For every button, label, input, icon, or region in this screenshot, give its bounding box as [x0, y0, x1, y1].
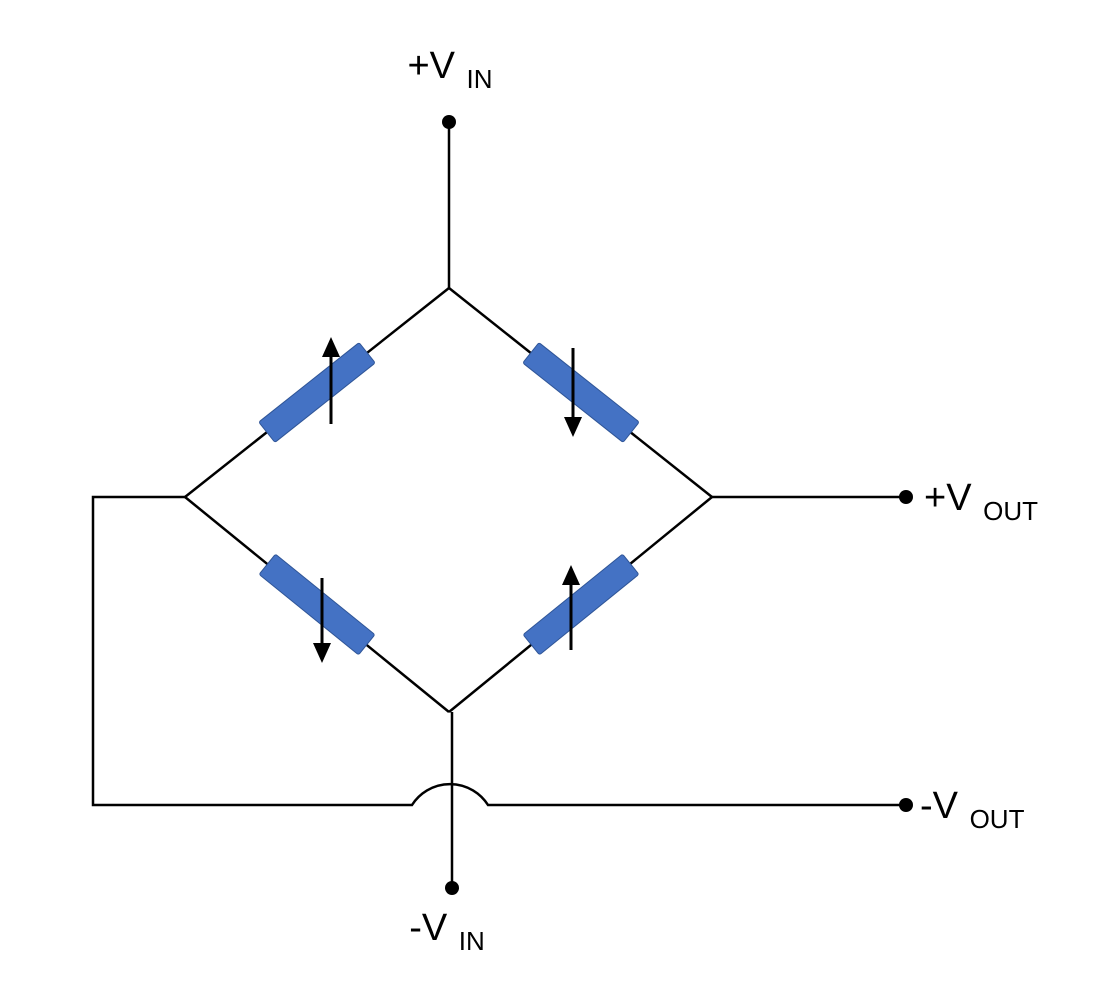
- label-vin-neg-main: -V: [409, 907, 448, 949]
- label-vout-neg-main: -V: [920, 785, 959, 827]
- gauge-arrow-upper-left-up: [322, 337, 340, 424]
- label-vin-neg: -V IN: [409, 907, 485, 956]
- arrowhead-up-icon: [562, 565, 580, 585]
- strain-gauge-lower-right: [523, 554, 639, 655]
- label-vout-pos: +V OUT: [924, 477, 1038, 526]
- strain-gauge-lower-left: [259, 554, 375, 655]
- strain-gauge-lower-right-body: [523, 554, 639, 655]
- strain-gauge-lower-left-body: [259, 554, 375, 655]
- wire-vout-neg-lead-with-hop: [91, 495, 906, 807]
- label-vout-neg: -V OUT: [920, 785, 1025, 834]
- arrowhead-down-icon: [564, 417, 582, 437]
- gauge-arrow-lower-right-up: [562, 565, 580, 650]
- gauge-arrow-lower-left-down: [313, 578, 331, 663]
- strain-gauge-upper-right-body: [523, 342, 639, 443]
- strain-gauge-upper-right: [523, 342, 639, 443]
- arrowhead-down-icon: [313, 643, 331, 663]
- strain-gauge-upper-left-body: [259, 342, 375, 443]
- label-vout-pos-main: +V: [924, 477, 972, 519]
- strain-gauge-upper-left: [259, 342, 375, 443]
- terminal-dot-vin-neg: [445, 881, 459, 895]
- label-vin-pos: +V IN: [407, 45, 492, 94]
- label-vin-pos-main: +V: [407, 45, 455, 87]
- label-vout-pos-sub: OUT: [983, 496, 1038, 526]
- terminal-dot-vout-neg: [899, 798, 913, 812]
- gauge-arrow-upper-right-down: [564, 348, 582, 437]
- terminal-dot-vin-pos: [442, 115, 456, 129]
- terminal-dot-vout-pos: [899, 490, 913, 504]
- label-vin-neg-sub: IN: [459, 926, 485, 956]
- arrowhead-up-icon: [322, 337, 340, 357]
- label-vout-neg-sub: OUT: [970, 804, 1025, 834]
- label-vin-pos-sub: IN: [467, 64, 493, 94]
